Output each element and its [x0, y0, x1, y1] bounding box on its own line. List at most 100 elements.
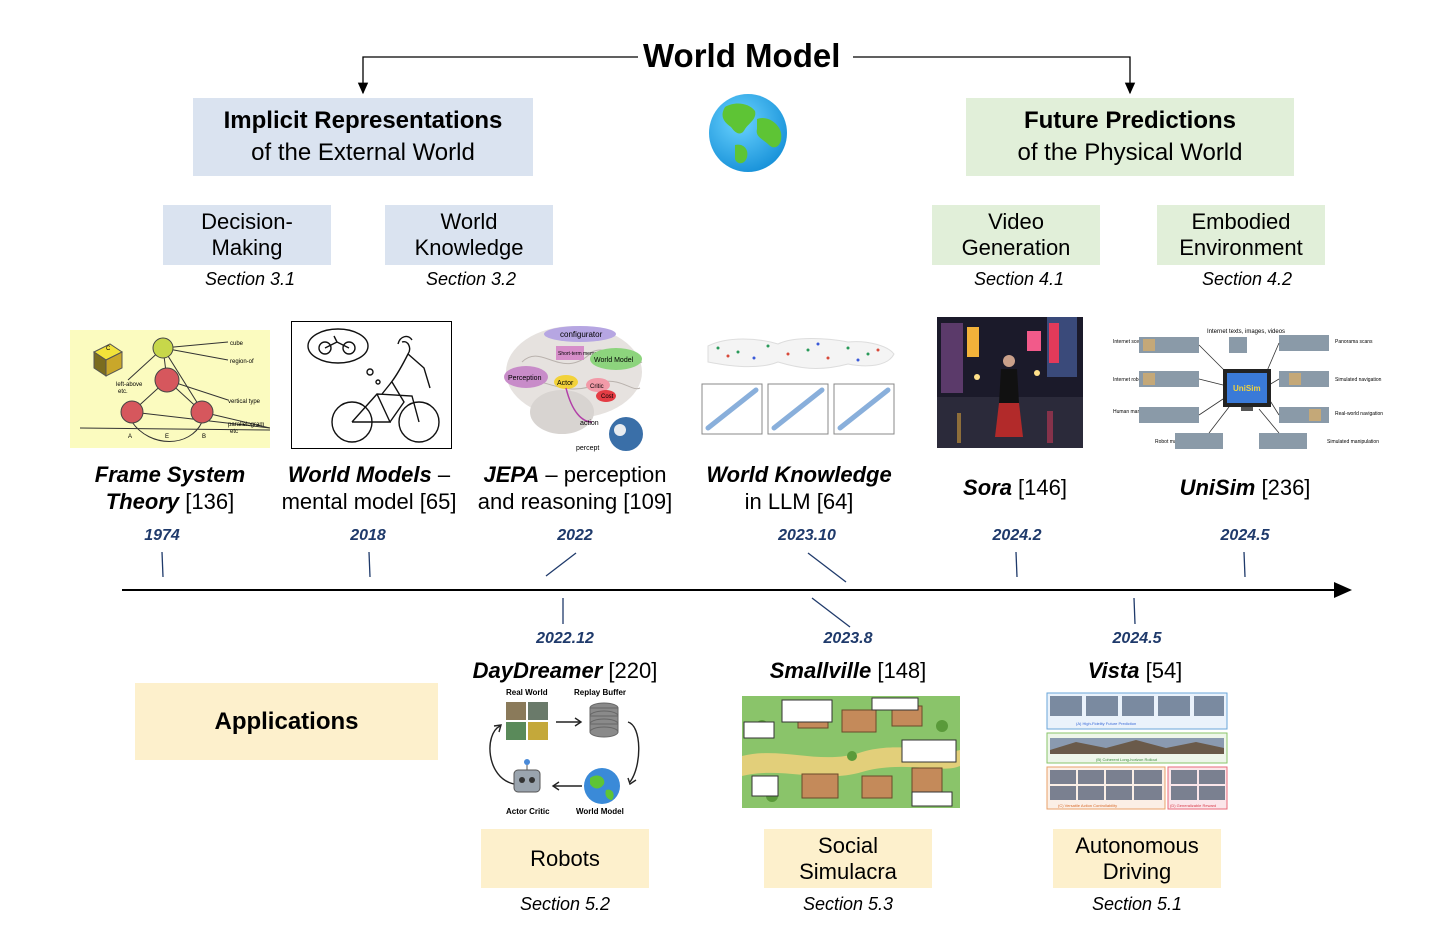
- category-implicit-line1: Implicit Representations: [223, 107, 503, 134]
- unisim-realnav: Real-world navigation: [1335, 411, 1383, 417]
- milestone-rest: –: [431, 462, 451, 487]
- milestone-unisim: UniSim [236]: [1160, 474, 1330, 501]
- milestone-ref: [236]: [1255, 475, 1311, 500]
- category-implicit-representations: Implicit Representations of the External…: [193, 98, 533, 176]
- tick-2024-5-bottom: [1133, 597, 1136, 625]
- milestone-name: DayDreamer: [472, 658, 603, 683]
- subcategory-label: Environment: [1179, 235, 1303, 260]
- application-label: Social: [818, 832, 878, 858]
- application-label: Driving: [1102, 858, 1172, 884]
- category-applications-label: Applications: [214, 707, 359, 735]
- jepa-action: action: [580, 420, 599, 427]
- jepa-figure: configurator Short-term memory World Mod…: [502, 322, 654, 452]
- milestone-name: Smallville: [769, 658, 872, 683]
- frame-label-leftabove: left-above: [116, 382, 143, 388]
- application-social-simulacra: Social Simulacra: [764, 829, 932, 888]
- subcategory-world-knowledge: World Knowledge: [385, 205, 553, 265]
- world-knowledge-llm-figure: [698, 332, 898, 444]
- frame-label-region: region-of: [230, 359, 254, 365]
- tick-2022: [545, 552, 577, 577]
- subcategory-label: Generation: [961, 235, 1071, 260]
- unisim-simmanip: Simulated manipulation: [1327, 439, 1379, 445]
- unisim-human: Human manipulation: [1113, 409, 1159, 415]
- category-future-line1: Future Predictions: [1023, 107, 1237, 134]
- daydreamer-real-world: Real World: [506, 688, 548, 697]
- daydreamer-world-model: World Model: [576, 807, 624, 816]
- subcategory-label: Making: [211, 235, 283, 260]
- jepa-actor: Actor: [557, 380, 574, 387]
- milestone-ref: [136]: [179, 489, 235, 514]
- milestone-world-models: World Models – mental model [65]: [272, 461, 466, 515]
- section-label: Section 3.2: [425, 269, 517, 289]
- unisim-figure: Internet texts, images, videos Internet …: [1109, 325, 1384, 455]
- application-autonomous-driving: Autonomous Driving: [1053, 829, 1221, 888]
- milestone-ref: [54]: [1139, 658, 1183, 683]
- milestone-frame-system-theory: Frame System Theory [136]: [82, 461, 258, 515]
- milestone-vista: Vista [54]: [1060, 657, 1210, 684]
- category-future-predictions: Future Predictions of the Physical World: [966, 98, 1294, 176]
- milestone-name: Sora: [963, 475, 1012, 500]
- year-label: 2022: [557, 527, 593, 544]
- frame-label-vertical: vertical type: [228, 399, 261, 405]
- milestone-name: World Models: [287, 462, 432, 487]
- connector-right: [853, 56, 1136, 95]
- category-future-line2: of the Physical World: [1017, 139, 1243, 166]
- frame-label-c: C: [106, 346, 111, 352]
- tick-2023-10: [807, 552, 847, 583]
- frame-label-etc2: etc: [230, 429, 238, 435]
- milestone-name: Theory: [105, 489, 180, 514]
- milestone-name: UniSim: [1179, 475, 1256, 500]
- frame-label-etc: etc.: [118, 389, 128, 395]
- category-applications: Applications: [135, 683, 438, 760]
- unisim-panorama: Panorama scans: [1335, 339, 1373, 345]
- diagram-title: World Model: [643, 37, 841, 74]
- sora-figure: [937, 317, 1083, 448]
- unisim-top: Internet texts, images, videos: [1207, 329, 1285, 335]
- section-label: Section 5.3: [802, 894, 894, 914]
- section-label: Section 4.1: [973, 269, 1065, 289]
- world-models-figure: [291, 321, 452, 449]
- year-label: 2024.2: [992, 527, 1042, 544]
- application-robots: Robots: [481, 829, 649, 888]
- year-label: 2022.12: [536, 630, 594, 647]
- year-label: 2023.10: [778, 527, 836, 544]
- vista-label-d: (D) Generalizable Reward: [1170, 803, 1216, 808]
- milestone-ref: [146]: [1011, 475, 1067, 500]
- jepa-percept: percept: [576, 445, 599, 452]
- application-label: Autonomous: [1075, 832, 1199, 858]
- frame-label-a: A: [128, 434, 132, 440]
- smallville-figure: [742, 696, 960, 808]
- milestone-rest: – perception: [539, 462, 667, 487]
- jepa-shortterm: Short-term memory: [558, 351, 602, 357]
- milestone-line2: in LLM [64]: [744, 489, 854, 514]
- vista-label-c: (C) Versatile Action Controllability: [1058, 803, 1117, 808]
- jepa-configurator: configurator: [560, 330, 603, 339]
- vista-figure: (A) High-Fidelity Future Prediction (B) …: [1046, 692, 1228, 810]
- vista-label-b: (B) Coherent Long-horizon Rollout: [1096, 757, 1158, 762]
- frame-system-figure: cube region-of left-above etc. vertical …: [70, 330, 270, 448]
- section-label: Section 3.1: [204, 269, 296, 289]
- tick-1974: [161, 551, 164, 578]
- frame-label-cube: cube: [230, 341, 244, 347]
- daydreamer-actor-critic: Actor Critic: [506, 807, 550, 816]
- subcategory-label: World: [440, 209, 498, 234]
- subcategory-label: Video: [988, 209, 1044, 234]
- tick-2024-5: [1243, 551, 1246, 578]
- jepa-cost: Cost: [601, 394, 614, 400]
- milestone-line2: and reasoning [109]: [477, 489, 673, 514]
- milestone-ref: [148]: [871, 658, 927, 683]
- vista-label-a: (A) High-Fidelity Future Prediction: [1076, 721, 1136, 726]
- section-label: Section 4.2: [1201, 269, 1293, 289]
- milestone-world-knowledge-llm: World Knowledge in LLM [64]: [694, 461, 904, 515]
- tick-2023-8: [811, 597, 851, 628]
- milestone-name: JEPA: [483, 462, 540, 487]
- subcategory-label: Knowledge: [414, 235, 524, 260]
- tick-2024-2: [1015, 551, 1018, 578]
- milestone-name: World Knowledge: [706, 462, 892, 487]
- category-implicit-line2: of the External World: [251, 139, 475, 166]
- jepa-worldmodel: World Model: [594, 357, 634, 364]
- milestone-name: Vista: [1087, 658, 1140, 683]
- unisim-robots: Internet robots: [1113, 377, 1146, 383]
- section-label: Section 5.2: [519, 894, 611, 914]
- globe-icon: [705, 93, 791, 173]
